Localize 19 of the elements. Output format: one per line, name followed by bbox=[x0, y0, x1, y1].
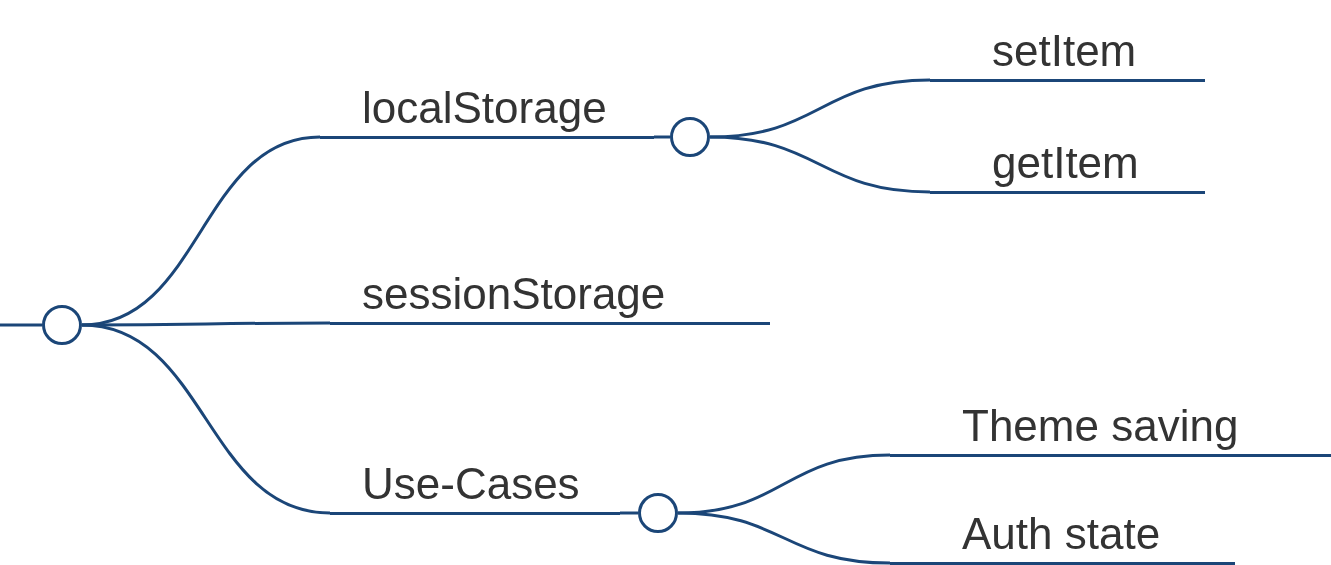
branch-line bbox=[82, 321, 330, 327]
branch-line bbox=[0, 323, 42, 327]
topic-label: setItem bbox=[992, 28, 1137, 73]
toggle-circle bbox=[638, 493, 678, 533]
branch-line bbox=[81, 323, 331, 515]
branch-line bbox=[709, 135, 931, 194]
topic-label: getItem bbox=[992, 140, 1139, 185]
branch-line bbox=[677, 511, 891, 565]
branch-line bbox=[677, 453, 891, 515]
toggle-circle bbox=[42, 305, 82, 345]
branch-line bbox=[709, 78, 931, 139]
topic-label: localStorage bbox=[362, 85, 607, 130]
topic-label: Auth state bbox=[962, 511, 1161, 556]
topic-label: sessionStorage bbox=[362, 271, 666, 316]
branch-line bbox=[620, 511, 638, 515]
topic-label: Theme saving bbox=[962, 403, 1239, 448]
branch-line bbox=[654, 135, 670, 139]
topic-label: Use-Cases bbox=[362, 461, 580, 506]
toggle-circle bbox=[670, 117, 710, 157]
